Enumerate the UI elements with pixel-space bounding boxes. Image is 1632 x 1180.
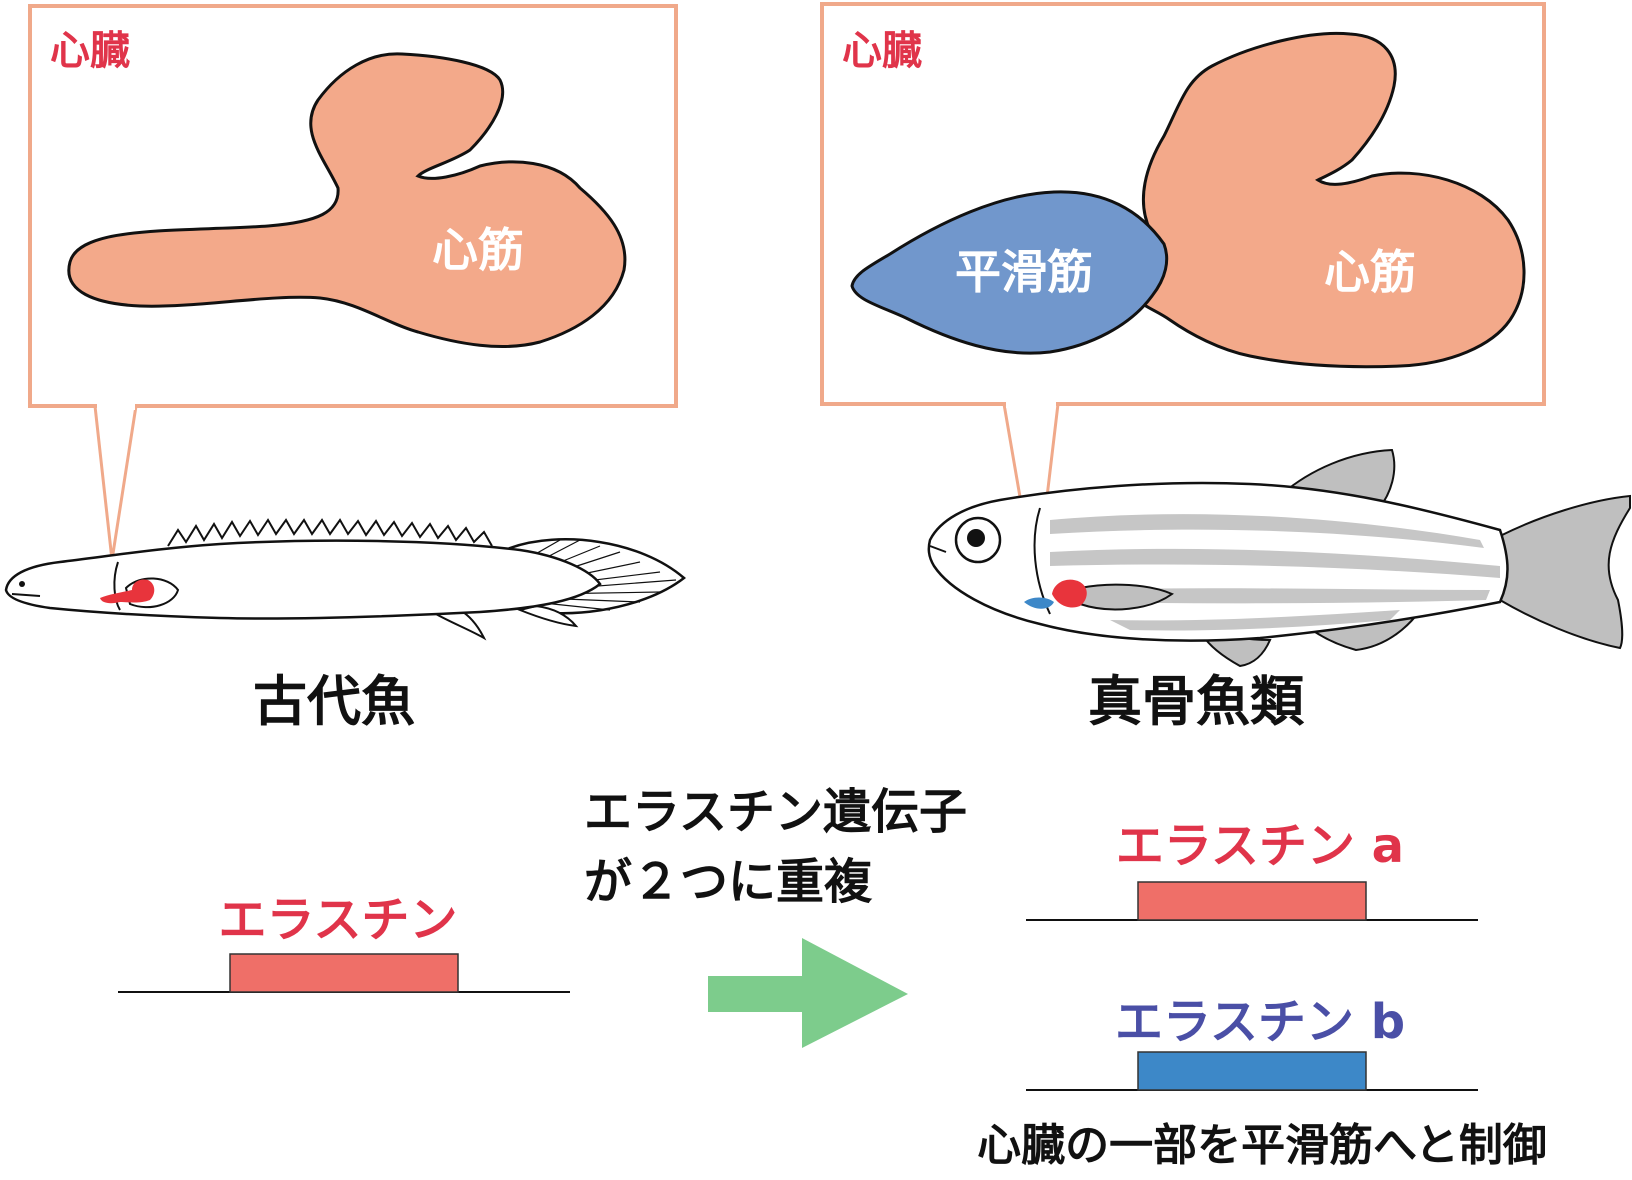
right-heart-panel: 心臓 平滑筋 心筋 xyxy=(820,2,1546,591)
ancient-fish-eye xyxy=(19,581,25,587)
left-heart-region-label: 心筋 xyxy=(432,223,524,277)
left-box-title: 心臓 xyxy=(50,28,130,74)
arrow-right-icon xyxy=(708,938,908,1048)
single-gene-bar xyxy=(229,953,459,993)
single-gene-diagram: エラスチン xyxy=(118,892,570,993)
gene-b-diagram: エラスチン b xyxy=(1026,994,1478,1091)
teleost-fish-mouth xyxy=(929,545,947,553)
teleost-fish-icon xyxy=(927,448,1631,668)
ancient-fish-icon xyxy=(4,518,686,641)
right-cardiac-muscle-shape xyxy=(1133,31,1526,369)
teleost-fish-pectoral-fin xyxy=(1079,583,1174,611)
left-heart-panel: 心臓 心筋 xyxy=(28,4,678,561)
right-smooth-muscle-label: 平滑筋 xyxy=(955,245,1093,299)
gene-b-label: エラスチン b xyxy=(1115,994,1405,1050)
right-cardiac-muscle-label: 心筋 xyxy=(1324,245,1416,299)
gene-a-label: エラスチン a xyxy=(1116,818,1404,874)
ancient-fish-dorsal-finlets xyxy=(167,518,493,547)
gene-a-bar xyxy=(1137,881,1367,921)
teleost-fish-caption: 真骨魚類 xyxy=(1088,670,1305,733)
duplication-text-line1: エラスチン遺伝子 xyxy=(584,784,967,840)
ancient-fish-heart xyxy=(100,579,155,604)
teleost-fish-tail xyxy=(1499,494,1631,650)
conclusion-text: 心臓の一部を平滑筋へと制御 xyxy=(977,1120,1547,1171)
gene-b-bar xyxy=(1137,1051,1367,1091)
duplication-text-line2: が２つに重複 xyxy=(584,854,873,910)
teleost-fish-smooth-muscle-spot xyxy=(1024,597,1054,609)
right-smooth-muscle-shape xyxy=(850,190,1169,355)
ancient-fish-caption: 古代魚 xyxy=(253,670,415,733)
left-callout-pointer xyxy=(93,404,138,561)
left-heart-shape xyxy=(67,52,627,349)
teleost-fish-stripes xyxy=(1050,514,1500,631)
teleost-fish-heart xyxy=(1052,579,1087,608)
single-gene-label: エラスチン xyxy=(218,892,457,948)
ancient-fish-pelvic-fin xyxy=(516,604,579,628)
ancient-fish-body xyxy=(4,539,602,620)
ancient-fish-gill-line xyxy=(113,561,121,611)
right-box-title: 心臓 xyxy=(842,28,922,74)
gene-a-diagram: エラスチン a xyxy=(1026,818,1478,921)
